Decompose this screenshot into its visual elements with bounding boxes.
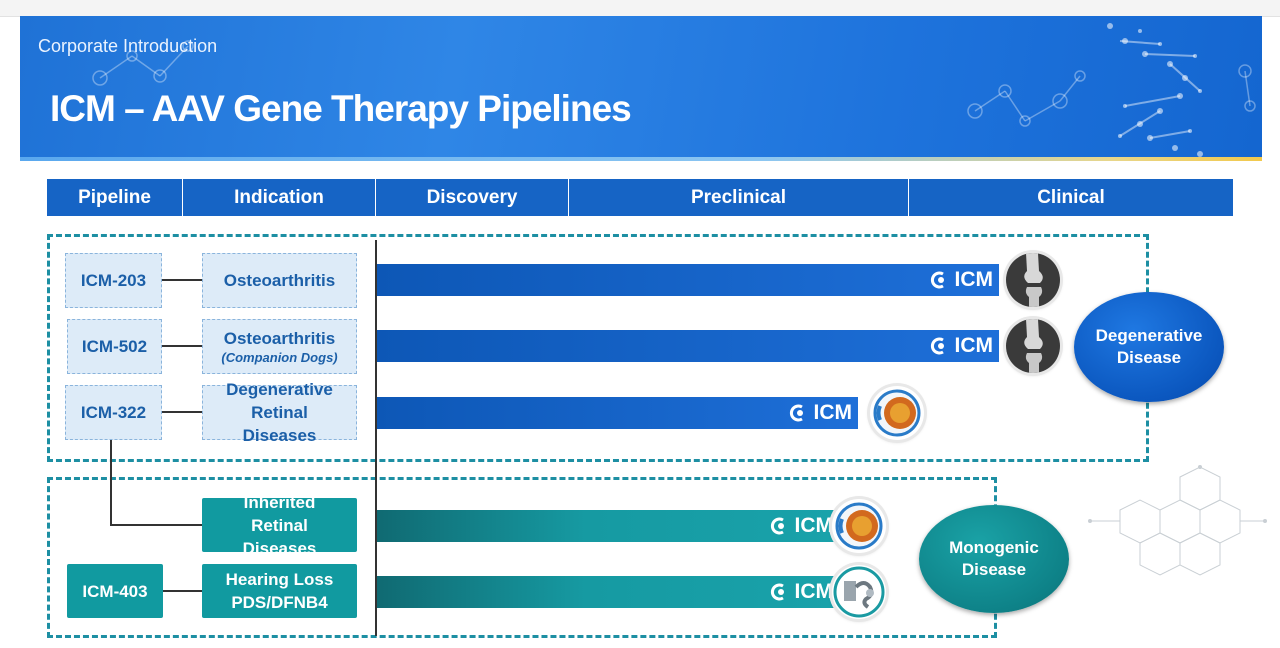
column-header-indication: Indication <box>183 179 376 216</box>
column-header-preclinical: Preclinical <box>569 179 909 216</box>
column-header-pipeline: Pipeline <box>47 179 183 216</box>
knee-joint-icon <box>1006 253 1060 307</box>
degenerative-disease-label: Degenerative Disease <box>1074 292 1224 402</box>
page-title: ICM – AAV Gene Therapy Pipelines <box>50 88 632 129</box>
eye-icon <box>870 386 924 440</box>
indication-label: Degenerative Retinal Diseases <box>202 380 357 445</box>
banner-underline <box>20 157 1262 161</box>
knee-joint-icon <box>1006 319 1060 373</box>
progress-bar: ICM <box>377 330 999 362</box>
connector-line <box>162 411 203 413</box>
connector-line <box>110 440 112 526</box>
icm-logo: ICM <box>770 510 833 542</box>
ear-icon <box>832 565 886 619</box>
icm-logo-icon <box>770 517 784 535</box>
hexagon-decoration <box>1088 465 1267 576</box>
pipeline-label: ICM-403 <box>67 564 163 618</box>
eye-icon <box>832 499 886 553</box>
pipeline-label: ICM-203 <box>65 253 162 308</box>
connector-line <box>162 345 203 347</box>
icm-logo-icon <box>930 271 944 289</box>
indication-label: Hearing Loss PDS/DFNB4 <box>202 564 357 618</box>
title-banner: Corporate Introduction ICM – AAV Gene Th… <box>20 16 1262 158</box>
pipeline-label: ICM-502 <box>67 319 162 374</box>
icm-logo: ICM <box>789 397 852 429</box>
top-strip <box>0 0 1280 17</box>
connector-line <box>162 279 203 281</box>
subtitle: Corporate Introduction <box>38 36 218 56</box>
icm-logo: ICM <box>930 330 993 362</box>
icm-logo-icon <box>789 404 803 422</box>
indication-label: Osteoarthritis <box>202 253 357 308</box>
connector-line <box>110 524 203 526</box>
connector-line <box>163 590 203 592</box>
progress-bar: ICM <box>377 576 839 608</box>
pipeline-label: ICM-322 <box>65 385 162 440</box>
monogenic-disease-label: Monogenic Disease <box>919 505 1069 613</box>
icm-logo: ICM <box>770 576 833 608</box>
molecule-decoration <box>92 23 1256 157</box>
progress-bar: ICM <box>377 264 999 296</box>
indication-label: Inherited Retinal Diseases <box>202 493 357 558</box>
icm-logo-icon <box>770 583 784 601</box>
icm-logo: ICM <box>930 264 993 296</box>
icm-logo-icon <box>930 337 944 355</box>
progress-bar: ICM <box>377 397 858 429</box>
progress-bar: ICM <box>377 510 839 542</box>
column-header-clinical: Clinical <box>909 179 1233 216</box>
indication-label: Osteoarthritis(Companion Dogs) <box>202 319 357 374</box>
discovery-divider-line <box>375 240 377 636</box>
column-header-discovery: Discovery <box>376 179 569 216</box>
